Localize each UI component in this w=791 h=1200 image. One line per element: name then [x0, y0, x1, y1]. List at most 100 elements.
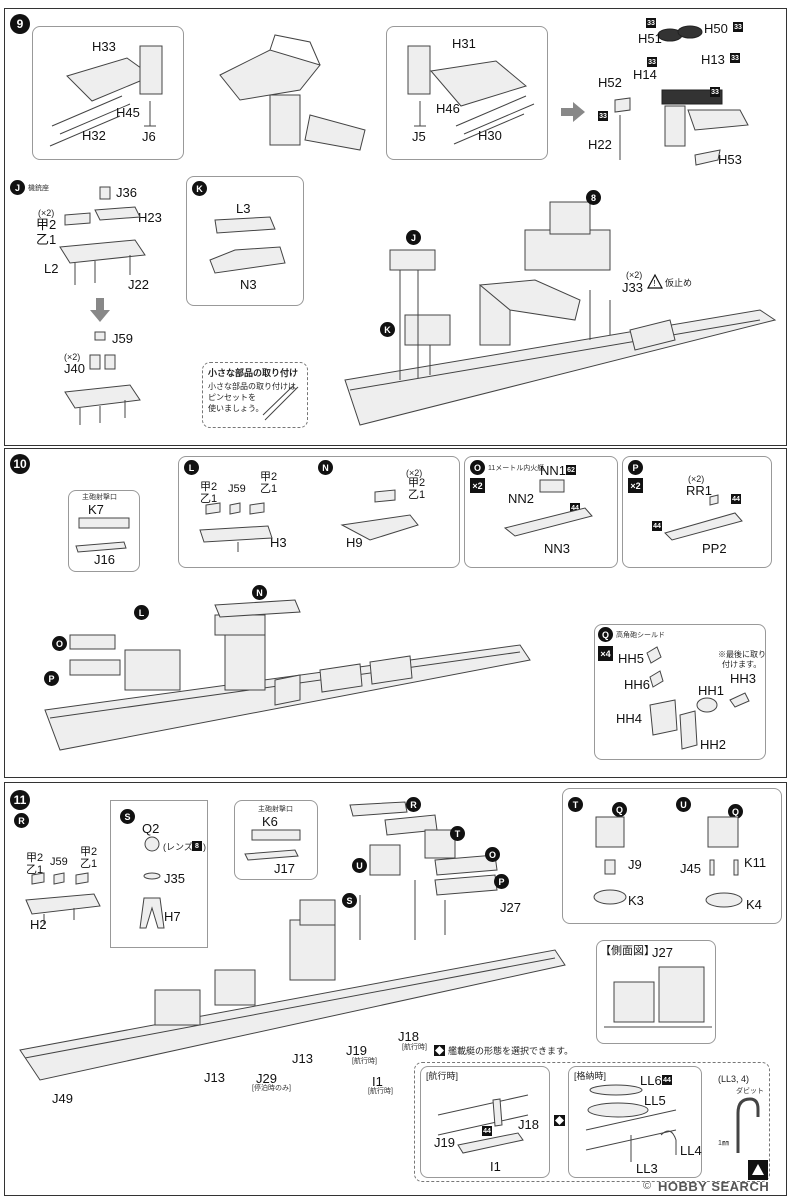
- step-11-frame: [4, 782, 787, 1196]
- svg-text:!: !: [654, 279, 656, 288]
- o-sub-drawing: [503, 479, 593, 537]
- part-otsu1-e: 乙1: [26, 864, 44, 876]
- main-o-marker-11: O: [485, 847, 500, 862]
- k-sub-drawing: [209, 216, 286, 274]
- j19-note: [航行時]: [352, 1058, 377, 1065]
- part-hh2: HH2: [700, 737, 727, 752]
- part-n3: N3: [240, 277, 257, 292]
- part-h3: H3: [270, 535, 287, 550]
- u-sub-drawing: [705, 816, 743, 908]
- step-11-number: 11: [10, 790, 30, 810]
- sub-l-marker: L: [184, 460, 199, 475]
- part-h14: H14: [633, 67, 657, 82]
- part-kou2-f: 甲2: [80, 846, 98, 858]
- part-otsu1-c: 乙1: [260, 483, 278, 495]
- stowed-drawing: [585, 1084, 677, 1162]
- part-l3: L3: [236, 201, 251, 216]
- p-multiplier: ×2: [628, 478, 643, 493]
- part-hh5: HH5: [618, 651, 645, 666]
- part-h50: H50: [704, 21, 728, 36]
- sailing-drawing: [437, 1094, 529, 1154]
- main-r-marker-11: R: [406, 797, 421, 812]
- sailing-title: [航行時]: [426, 1071, 459, 1081]
- k7-note: 主砲射撃口: [82, 494, 117, 501]
- part-j13-b: J13: [292, 1051, 313, 1066]
- main-j-marker: J: [406, 230, 421, 245]
- sub-r-marker: R: [14, 813, 29, 828]
- paint-33-b: 33: [733, 22, 743, 32]
- stowed-option-box: [568, 1066, 702, 1178]
- sub-j-marker: J: [10, 180, 25, 195]
- funnel-assembly-drawing: [219, 34, 366, 151]
- tip-body-3: 使いましょう。: [208, 404, 264, 413]
- side-view-title: 【側面図】: [600, 945, 655, 957]
- ll34-dim: 1㎜: [718, 1140, 729, 1147]
- part-h46: H46: [436, 101, 460, 116]
- sub-l-n-box: [178, 456, 460, 568]
- part-j59-b: J59: [228, 483, 246, 495]
- k6-note: 主砲射撃口: [258, 806, 293, 813]
- step-9-frame: [4, 8, 787, 446]
- part-kou2-a: 甲2: [36, 217, 57, 232]
- part-k11: K11: [744, 855, 767, 870]
- part-hh6: HH6: [624, 677, 651, 692]
- sub-u-marker: U: [676, 797, 691, 812]
- part-j27-side: J27: [652, 945, 673, 960]
- part-k6: K6: [262, 814, 278, 829]
- step10-hull-drawing: [44, 599, 531, 751]
- part-kou2-b: 甲2: [200, 481, 218, 493]
- part-j59-c: J59: [50, 856, 68, 868]
- tip-title: 小さな部品の取り付け: [208, 368, 299, 378]
- paint-33-c: 33: [647, 57, 657, 67]
- brand-logo-icon: [748, 1160, 768, 1180]
- ll34-note: ダビット: [736, 1088, 764, 1095]
- side-view-drawing: [604, 966, 712, 1028]
- part-ll5: LL5: [644, 1093, 666, 1108]
- part-h30: H30: [478, 128, 502, 143]
- part-j19-main: J19: [346, 1043, 367, 1058]
- j-x2-a: (×2): [38, 208, 55, 218]
- main-o-marker-10: O: [52, 636, 67, 651]
- part-j16: J16: [94, 552, 115, 567]
- part-q2: Q2: [142, 821, 160, 836]
- part-h2: H2: [30, 917, 47, 932]
- r-sub-drawing: [25, 872, 101, 925]
- part-i1-sail: I1: [490, 1159, 501, 1174]
- warning-icon: !: [646, 273, 664, 289]
- main-8-marker: 8: [586, 190, 601, 205]
- funnel-stack-drawing: [614, 25, 749, 166]
- part-j33: J33: [622, 280, 643, 295]
- part-j45: J45: [680, 861, 701, 876]
- k7-box: [68, 490, 140, 572]
- j-note: 機銃座: [28, 185, 49, 192]
- part-otsu1-b: 乙1: [200, 493, 218, 505]
- part-h33: H33: [92, 39, 116, 54]
- part-j18-main: J18: [398, 1029, 419, 1044]
- part-k7: K7: [88, 502, 104, 517]
- sub-t-marker: T: [568, 797, 583, 812]
- t-sub-drawing: [593, 816, 627, 905]
- part-kou2-e: 甲2: [26, 852, 44, 864]
- sub-q-box: [594, 624, 766, 760]
- part-j35: J35: [164, 871, 185, 886]
- main-p-marker-10: P: [44, 671, 59, 686]
- warning-note: 仮止め: [665, 278, 693, 288]
- part-nn2: NN2: [508, 491, 535, 506]
- sub-o-marker: O: [470, 460, 485, 475]
- j33-x2: (×2): [626, 270, 643, 280]
- paint-44-d: 44: [482, 1126, 492, 1136]
- k7-drawing: [75, 517, 130, 553]
- sub-t-q-marker: Q: [612, 802, 627, 817]
- part-kou2-c: 甲2: [260, 471, 278, 483]
- watermark-copyright: ©: [643, 1180, 652, 1192]
- paint-33-e: 33: [710, 87, 720, 97]
- part-hh3: HH3: [730, 671, 757, 686]
- sub-q-marker: Q: [598, 627, 613, 642]
- n-x2: (×2): [406, 468, 423, 478]
- l-sub-drawing: [199, 502, 273, 552]
- tip-body-2: ピンセットを: [208, 393, 256, 402]
- step-10-number: 10: [10, 454, 30, 474]
- main-u-marker-11: U: [352, 858, 367, 873]
- lens-close: ): [203, 842, 206, 852]
- part-nn3: NN3: [544, 541, 571, 556]
